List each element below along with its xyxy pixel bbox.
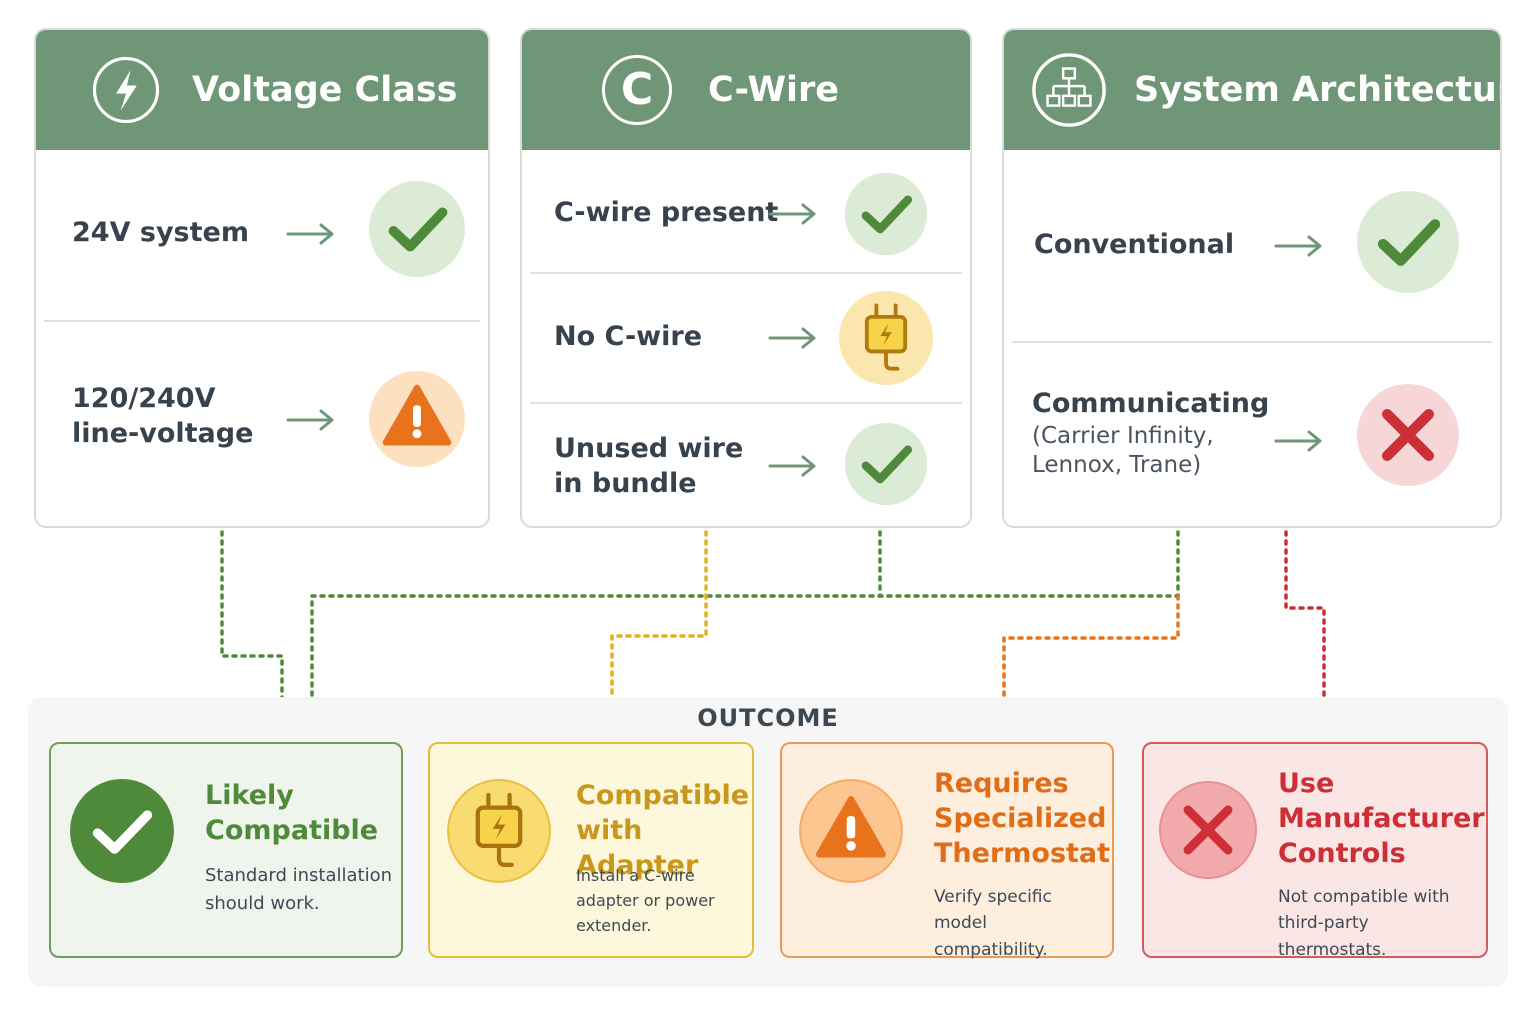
outcome-compatible-with-adapter: Compatible with Adapter Install a C-wire… (428, 742, 754, 958)
outcome-use-manufacturer-desc: Not compatible with third-party thermost… (1278, 887, 1450, 960)
c-wire-title: C-Wire (708, 70, 840, 110)
system-architecture-title: System Architecture (1134, 70, 1502, 110)
connector-nocwire-to-adapter (598, 530, 708, 744)
c-letter-icon: C (602, 55, 672, 125)
check-icon (1357, 191, 1459, 293)
plug-icon (838, 290, 934, 386)
system-architecture-card: System Architecture Conventional Communi… (1002, 28, 1502, 528)
outcome-likely-compatible: Likely Compatible Standard installation … (49, 742, 403, 958)
row-no-c-wire: No C-wire (522, 274, 970, 402)
arrow-right-icon (286, 223, 334, 245)
connector-to-specialized (990, 594, 1180, 744)
row-communicating-sub: (Carrier Infinity, Lennox, Trane) (1032, 422, 1214, 478)
row-communicating-label: Communicating (Carrier Infinity, Lennox,… (1032, 387, 1269, 480)
row-c-wire-present: C-wire present (522, 150, 970, 272)
row-communicating: Communicating (Carrier Infinity, Lennox,… (1004, 343, 1500, 526)
row-conventional-label: Conventional (1034, 229, 1235, 260)
divider (530, 272, 962, 274)
arrow-right-icon (1274, 235, 1322, 257)
row-conventional: Conventional (1004, 150, 1500, 340)
connector-voltage-to-likely (220, 530, 296, 744)
row-24v-label: 24V system (72, 217, 249, 248)
row-c-wire-present-label: C-wire present (554, 197, 779, 228)
check-icon (368, 180, 466, 278)
row-communicating-title: Communicating (1032, 388, 1270, 419)
arrow-right-icon (286, 409, 334, 431)
divider (530, 402, 962, 404)
arrow-right-icon (768, 455, 816, 477)
divider (44, 320, 480, 322)
voltage-class-header: Voltage Class (36, 30, 488, 150)
c-letter: C (620, 64, 654, 115)
arrow-right-icon (1274, 430, 1322, 452)
cross-icon (1159, 781, 1257, 879)
c-wire-card: C C-Wire C-wire present No C-wire Unused… (520, 28, 972, 528)
system-architecture-header: System Architecture (1004, 30, 1500, 150)
arrow-right-icon (768, 203, 816, 225)
cross-icon (1357, 384, 1459, 486)
c-wire-header: C C-Wire (522, 30, 970, 150)
plug-icon (447, 779, 551, 883)
row-unused-wire: Unused wire in bundle (522, 404, 970, 526)
check-icon (70, 779, 174, 883)
arrow-right-icon (768, 327, 816, 349)
row-unused-wire-label: Unused wire in bundle (554, 433, 744, 499)
outcome-use-manufacturer: Use Manufacturer Controls Not compatible… (1142, 742, 1488, 960)
check-icon (844, 172, 928, 256)
outcome-likely-compatible-desc: Standard installation should work. (205, 865, 392, 914)
voltage-class-card: Voltage Class 24V system 120/240V line-v… (34, 28, 490, 528)
outcome-compatible-with-adapter-title: Compatible with Adapter (576, 780, 750, 882)
row-no-c-wire-label: No C-wire (554, 321, 703, 352)
outcome-title: OUTCOME (697, 704, 839, 732)
network-icon (1032, 53, 1106, 127)
lightning-icon (92, 56, 160, 124)
outcome-use-manufacturer-title: Use Manufacturer Controls (1278, 768, 1485, 870)
outcome-requires-specialized-title: Requires Specialized Thermostat (934, 768, 1111, 870)
connector-communicating-to-manufacturer (1284, 530, 1338, 744)
row-line-voltage: 120/240V line-voltage (36, 322, 488, 522)
outcome-requires-specialized-desc: Verify specific model compatibility. (934, 887, 1052, 960)
row-24v: 24V system (36, 150, 488, 320)
connector-green-bus (298, 530, 1180, 744)
check-icon (844, 422, 928, 506)
outcome-likely-compatible-title: Likely Compatible (205, 780, 379, 847)
outcome-compatible-with-adapter-desc: Install a C-wire adapter or power extend… (576, 866, 715, 935)
voltage-class-title: Voltage Class (192, 70, 458, 110)
warning-icon (799, 779, 903, 883)
divider (1012, 341, 1492, 343)
warning-icon (368, 370, 466, 468)
outcome-requires-specialized: Requires Specialized Thermostat Verify s… (780, 742, 1114, 960)
row-line-voltage-label: 120/240V line-voltage (72, 383, 254, 449)
